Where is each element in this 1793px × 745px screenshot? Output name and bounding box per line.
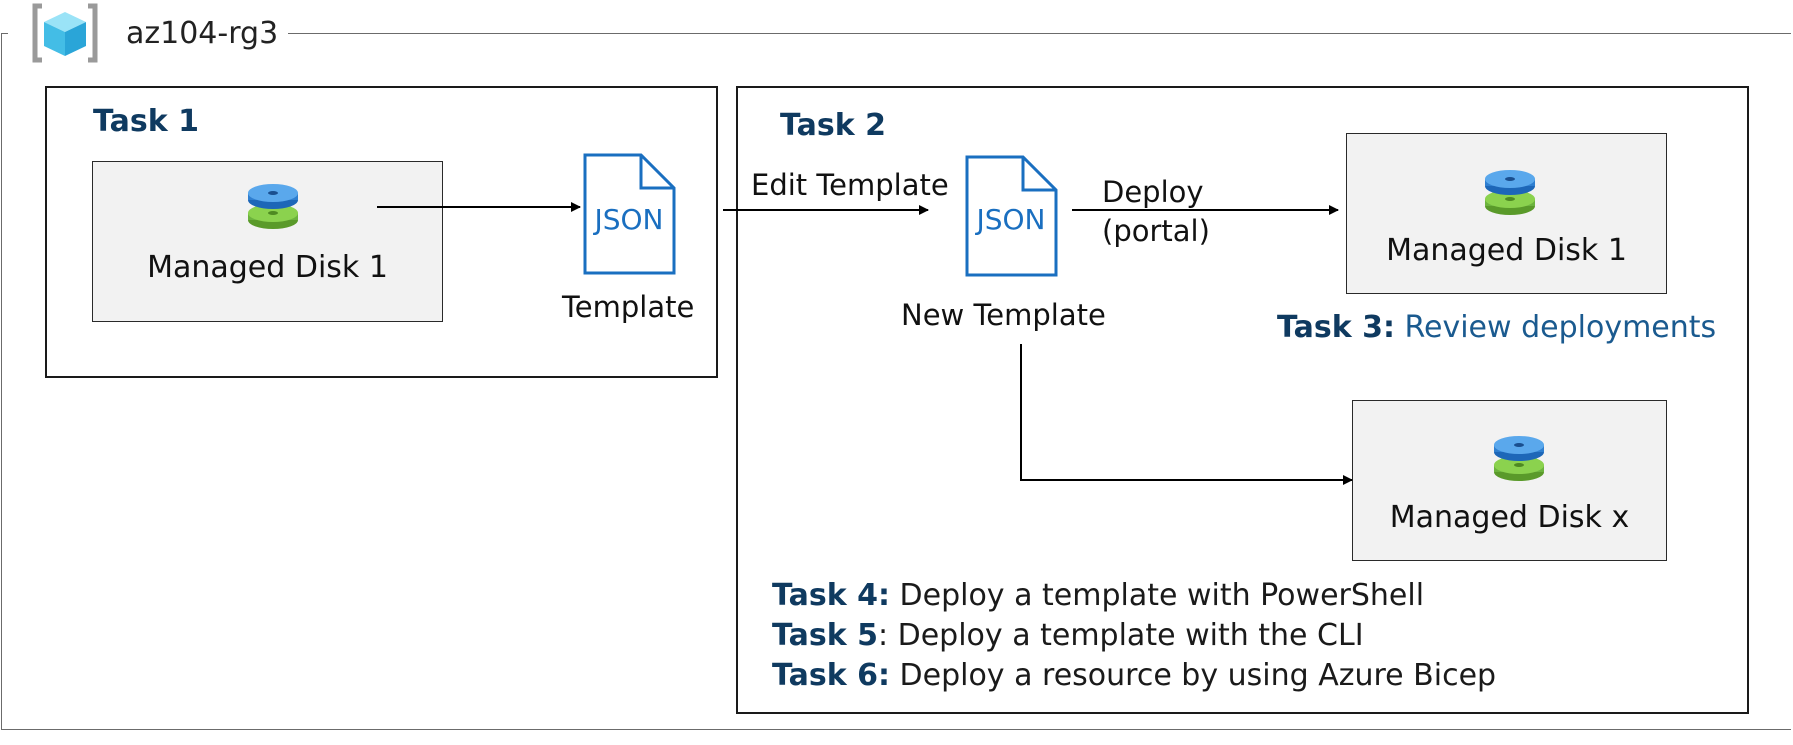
task1-disk-label: Managed Disk 1 [147, 250, 388, 285]
resource-group-icon [32, 3, 98, 63]
new-json-text: JSON [974, 203, 1045, 236]
managed-disk-icon [1485, 170, 1535, 215]
task1-heading: Task 1 [93, 104, 199, 139]
managed-disk-icon [248, 184, 298, 229]
task3-prefix: Task 3: [1277, 310, 1395, 345]
task4-prefix: Task 4: [772, 578, 890, 613]
task4-line: Task 4: Deploy a template with PowerShel… [772, 578, 1424, 613]
task6-prefix: Task 6: [772, 658, 890, 693]
task5-prefix: Task 5 [772, 618, 878, 653]
task2-heading: Task 2 [780, 108, 886, 143]
resource-group-frame [1, 33, 1791, 730]
resource-group-header: az104-rg3 [8, 0, 289, 66]
resource-group-name: az104-rg3 [126, 15, 279, 51]
edit-template-label: Edit Template [751, 168, 949, 202]
new-template-label: New Template [901, 298, 1106, 332]
deploy-label: Deploy [1102, 175, 1204, 209]
task6-text: Deploy a resource by using Azure Bicep [899, 658, 1497, 693]
json-file-icon: JSON [583, 153, 676, 275]
task2-disk1-label: Managed Disk 1 [1386, 233, 1627, 268]
json-text: JSON [592, 203, 663, 236]
task2-diskx-label: Managed Disk x [1389, 500, 1630, 535]
task6-line: Task 6: Deploy a resource by using Azure… [772, 658, 1496, 693]
deploy-sub-label: (portal) [1102, 214, 1210, 248]
arrow-right-icon [1020, 344, 1353, 485]
managed-disk-icon [1494, 436, 1544, 481]
task1-template-label: Template [562, 290, 695, 324]
task5-text: : Deploy a template with the CLI [877, 618, 1364, 653]
task3-text: Review deployments [1404, 310, 1717, 345]
task5-line: Task 5: Deploy a template with the CLI [772, 618, 1364, 653]
new-json-file-icon: JSON [965, 155, 1058, 277]
task4-text: Deploy a template with PowerShell [899, 578, 1425, 613]
task3-line: Task 3: Review deployments [1277, 310, 1716, 345]
